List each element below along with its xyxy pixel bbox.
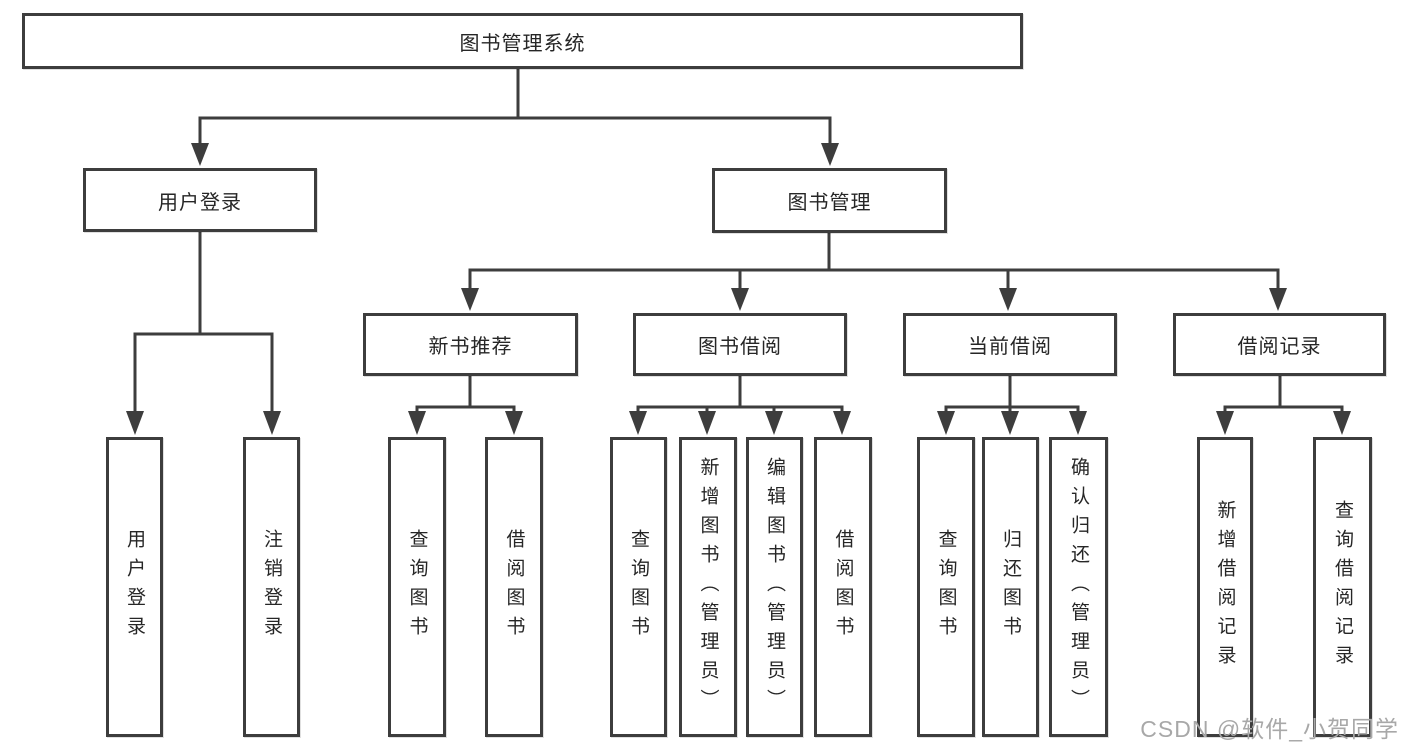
- node-current-borrow: 当前借阅: [903, 313, 1117, 376]
- node-new-book-recommend-label: 新书推荐: [428, 336, 513, 358]
- leaf-borrow-books-recommend-label: 借阅图书: [503, 529, 525, 645]
- leaf-query-borrow-record-label: 查询借阅记录: [1332, 500, 1353, 674]
- connector-new-book-to-leaves: [415, 374, 516, 416]
- node-borrow-records-label: 借阅记录: [1237, 336, 1322, 358]
- leaf-query-books-current: 查询图书: [917, 437, 975, 737]
- leaf-query-books-recommend-label: 查询图书: [406, 529, 428, 645]
- connector-records-to-leaves: [1223, 374, 1344, 416]
- leaf-add-borrow-record-label: 新增借阅记录: [1214, 500, 1236, 674]
- node-root: 图书管理系统: [22, 13, 1023, 69]
- leaf-return-books-label: 归还图书: [1000, 529, 1021, 645]
- leaf-query-books-current-label: 查询图书: [935, 529, 957, 645]
- leaf-borrow-books-recommend: 借阅图书: [485, 437, 543, 737]
- leaf-user-login-label: 用户登录: [124, 529, 145, 645]
- node-book-borrow: 图书借阅: [633, 313, 847, 376]
- leaf-query-books-borrow-label: 查询图书: [628, 529, 649, 645]
- leaf-logout-label: 注销登录: [261, 529, 282, 645]
- leaf-logout: 注销登录: [243, 437, 300, 737]
- connector-root-to-level2: [198, 67, 832, 150]
- arrowheads: [126, 143, 1351, 435]
- leaf-add-books-admin: 新增图书（管理员）: [679, 437, 737, 737]
- leaf-borrow-books-label: 借阅图书: [832, 529, 854, 645]
- leaf-user-login: 用户登录: [106, 437, 163, 737]
- connector-user-login-to-leaves: [133, 230, 274, 418]
- node-book-management: 图书管理: [712, 168, 947, 233]
- leaf-borrow-books: 借阅图书: [814, 437, 872, 737]
- leaf-query-borrow-record: 查询借阅记录: [1313, 437, 1372, 737]
- node-root-label: 图书管理系统: [459, 32, 586, 55]
- leaf-query-books-borrow: 查询图书: [610, 437, 667, 737]
- leaf-confirm-return-admin: 确认归还（管理员）: [1049, 437, 1108, 737]
- node-new-book-recommend: 新书推荐: [363, 313, 578, 376]
- node-borrow-records: 借阅记录: [1173, 313, 1386, 376]
- leaf-confirm-return-admin-label: 确认归还（管理员）: [1068, 456, 1089, 718]
- node-book-management-label: 图书管理: [787, 192, 872, 214]
- leaf-add-books-admin-label: 新增图书（管理员）: [697, 456, 719, 718]
- leaf-edit-books-admin: 编辑图书（管理员）: [746, 437, 803, 737]
- leaf-return-books: 归还图书: [982, 437, 1039, 737]
- leaf-add-borrow-record: 新增借阅记录: [1197, 437, 1253, 737]
- node-current-borrow-label: 当前借阅: [968, 336, 1052, 358]
- node-user-login-label: 用户登录: [158, 191, 242, 214]
- node-user-login: 用户登录: [83, 168, 317, 232]
- connector-borrow-to-leaves: [636, 374, 844, 416]
- leaf-edit-books-admin-label: 编辑图书（管理员）: [764, 456, 785, 718]
- node-book-borrow-label: 图书借阅: [698, 336, 782, 358]
- csdn-watermark: CSDN @软件_小贺同学: [1140, 716, 1399, 742]
- leaf-query-books-recommend: 查询图书: [388, 437, 446, 737]
- connector-current-to-leaves: [944, 374, 1080, 416]
- connector-book-mgmt-to-level3: [468, 231, 1280, 295]
